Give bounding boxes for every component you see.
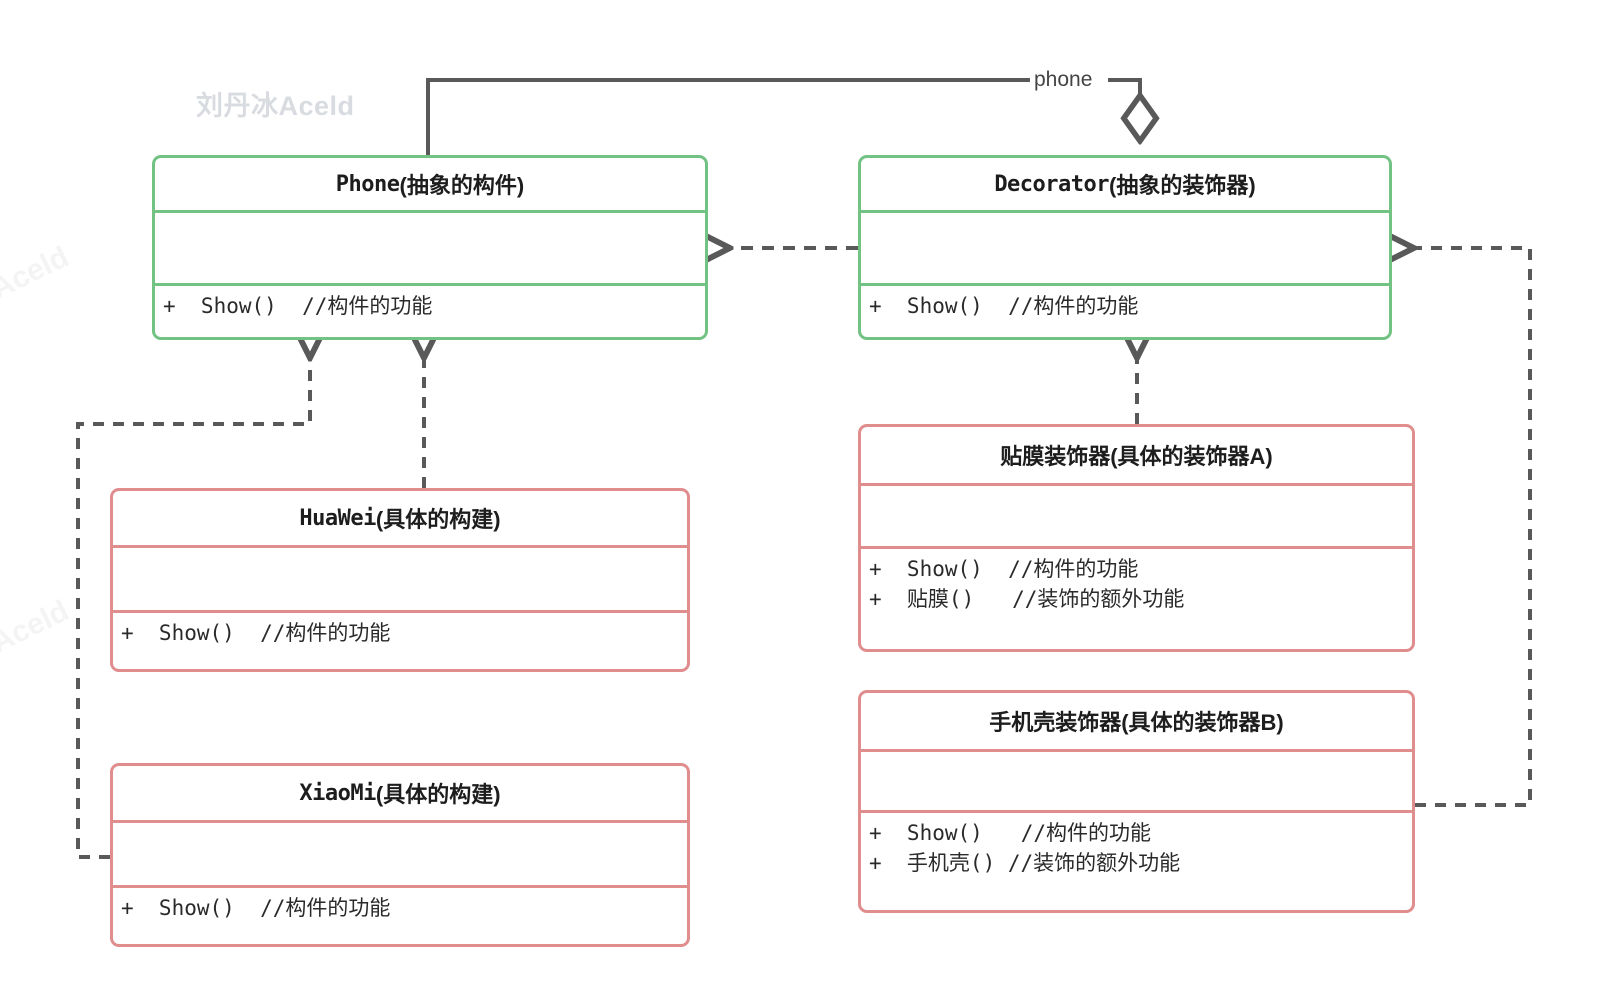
class-title-decorator-b: 手机壳装饰器(具体的装饰器B)	[861, 693, 1412, 749]
divider-ops-decorator-a	[861, 546, 1412, 549]
divider-attrs-decorator-a	[861, 483, 1412, 486]
divider-attrs-xiaomi	[113, 820, 687, 823]
class-attrs-phone	[155, 213, 705, 283]
operation-row: + Show() //构件的功能	[121, 621, 391, 645]
divider-attrs-decorator-b	[861, 749, 1412, 752]
edge-label-phone: phone	[1030, 68, 1097, 92]
relation-realization-decorator-b-decorator	[1414, 248, 1532, 807]
class-stereotype-xiaomi: (具体的构建)	[375, 782, 501, 807]
divider-attrs-huawei	[113, 545, 687, 548]
class-name-huawei: HuaWei	[299, 505, 376, 531]
operation-row: + Show() //构件的功能	[121, 896, 391, 920]
class-attrs-decorator-a	[861, 486, 1412, 546]
divider-ops-huawei	[113, 610, 687, 613]
operation-row: + Show() //构件的功能	[163, 294, 433, 318]
class-title-phone: Phone(抽象的构件)	[155, 158, 705, 210]
class-box-decorator-b[interactable]: 手机壳装饰器(具体的装饰器B) + Show() //构件的功能 + 手机壳()…	[858, 690, 1415, 913]
class-box-decorator-a[interactable]: 贴膜装饰器(具体的装饰器A) + Show() //构件的功能 + 贴膜() /…	[858, 424, 1415, 652]
class-ops-xiaomi: + Show() //构件的功能	[113, 888, 687, 944]
divider-ops-xiaomi	[113, 885, 687, 888]
divider-ops-decorator	[861, 283, 1389, 286]
class-name-phone: Phone	[335, 171, 400, 197]
class-box-phone[interactable]: Phone(抽象的构件) + Show() //构件的功能	[152, 155, 708, 340]
class-ops-decorator-b: + Show() //构件的功能 + 手机壳() //装饰的额外功能	[861, 813, 1412, 910]
class-ops-decorator: + Show() //构件的功能	[861, 286, 1389, 337]
class-box-huawei[interactable]: HuaWei(具体的构建) + Show() //构件的功能	[110, 488, 690, 672]
class-name-decorator: Decorator	[994, 171, 1110, 197]
operation-row: + 贴膜() //装饰的额外功能	[869, 586, 1185, 611]
divider-attrs-phone	[155, 210, 705, 213]
class-name-decorator-b: 手机壳装饰器(具体的装饰器B)	[989, 710, 1284, 735]
class-box-xiaomi[interactable]: XiaoMi(具体的构建) + Show() //构件的功能	[110, 763, 690, 947]
class-attrs-decorator-b	[861, 752, 1412, 810]
class-name-decorator-a: 贴膜装饰器(具体的装饰器A)	[1000, 444, 1273, 469]
operation-row: + 手机壳() //装饰的额外功能	[869, 850, 1181, 875]
class-attrs-xiaomi	[113, 823, 687, 885]
watermark-author: 刘丹冰Aceld	[196, 91, 355, 121]
operation-row: + Show() //构件的功能	[869, 294, 1139, 318]
relation-realization-xiaomi-phone	[76, 358, 310, 859]
class-stereotype-decorator: (抽象的装饰器)	[1109, 173, 1256, 198]
class-attrs-huawei	[113, 548, 687, 610]
divider-attrs-decorator	[861, 210, 1389, 213]
divider-ops-phone	[155, 283, 705, 286]
class-title-xiaomi: XiaoMi(具体的构建)	[113, 766, 687, 820]
class-ops-phone: + Show() //构件的功能	[155, 286, 705, 337]
class-attrs-decorator	[861, 213, 1389, 283]
class-box-decorator[interactable]: Decorator(抽象的装饰器) + Show() //构件的功能	[858, 155, 1392, 340]
operation-row: + Show() //构件的功能	[869, 557, 1139, 581]
divider-ops-decorator-b	[861, 810, 1412, 813]
class-name-xiaomi: XiaoMi	[299, 780, 376, 806]
relation-aggregation-phone-decorator	[426, 78, 1140, 155]
class-title-huawei: HuaWei(具体的构建)	[113, 491, 687, 545]
class-ops-decorator-a: + Show() //构件的功能 + 贴膜() //装饰的额外功能	[861, 549, 1412, 649]
class-title-decorator: Decorator(抽象的装饰器)	[861, 158, 1389, 210]
class-stereotype-huawei: (具体的构建)	[375, 507, 501, 532]
class-ops-huawei: + Show() //构件的功能	[113, 613, 687, 669]
class-title-decorator-a: 贴膜装饰器(具体的装饰器A)	[861, 427, 1412, 483]
operation-row: + Show() //构件的功能	[869, 821, 1152, 845]
class-stereotype-phone: (抽象的构件)	[399, 173, 525, 198]
